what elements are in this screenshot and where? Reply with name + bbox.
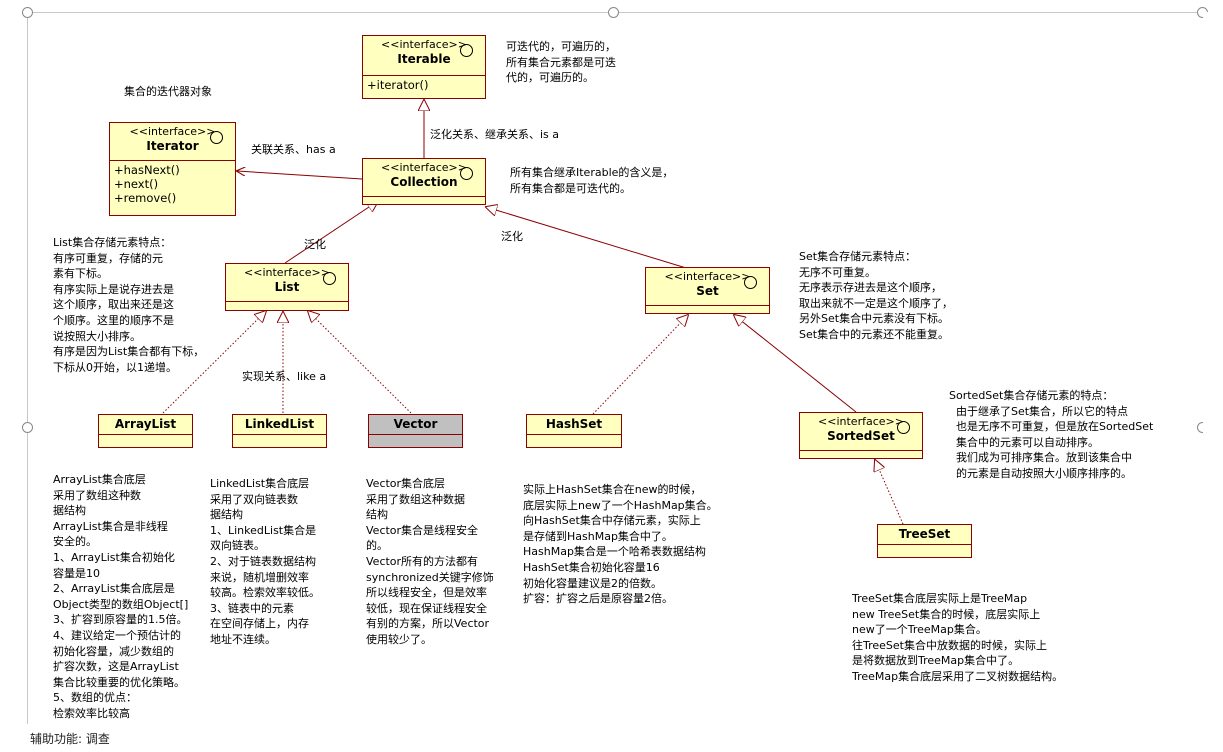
list-name: List xyxy=(274,280,300,294)
collection-stereotype: <<interface>> xyxy=(381,161,467,174)
generalization-right-label: 泛化 xyxy=(501,230,523,243)
hashset-name: HashSet xyxy=(545,417,603,431)
note-iterable: 可迭代的，可遍历的， 所有集合元素都是可迭 代的，可遍历的。 xyxy=(506,40,616,85)
linkedlist-name: LinkedList xyxy=(244,417,315,431)
class-iterable[interactable]: <<interface>> Iterable +iterator() xyxy=(362,35,486,99)
generalization-left-label: 泛化 xyxy=(304,238,326,251)
class-vector[interactable]: Vector xyxy=(368,414,463,448)
edge-collection-iterator xyxy=(237,171,363,180)
diagram-canvas: <<interface>> Iterable +iterator() <<int… xyxy=(27,12,1204,725)
resize-handle[interactable] xyxy=(22,422,33,433)
interface-circle-icon xyxy=(744,276,757,289)
class-treeset[interactable]: TreeSet xyxy=(877,524,972,558)
iterator-op: +next() xyxy=(114,177,159,191)
treeset-name: TreeSet xyxy=(898,527,951,541)
note-vector: Vector集合底层 采用了数组这种数据 结构 Vector集合是线程安全 的。… xyxy=(366,477,494,646)
set-name: Set xyxy=(696,284,719,298)
sortedset-name: SortedSet xyxy=(827,429,895,443)
edge-vector-list xyxy=(308,311,412,414)
resize-handle[interactable] xyxy=(608,7,619,18)
edge-set-collection xyxy=(486,207,697,272)
edge-treeset-sortedset xyxy=(875,460,904,525)
note-hashset: 实际上HashSet集合在new的时候， 底层实际上new了一个HashMap集… xyxy=(523,483,718,606)
resize-handle[interactable] xyxy=(22,7,33,18)
class-linkedlist[interactable]: LinkedList xyxy=(232,414,327,448)
iterator-op: +hasNext() xyxy=(114,163,180,177)
interface-circle-icon xyxy=(897,421,910,434)
iterator-name: Iterator xyxy=(146,139,199,153)
note-collection: 所有集合继承Iterable的含义是， 所有集合都是可迭代的。 xyxy=(510,166,674,195)
class-list[interactable]: <<interface>> List xyxy=(225,263,349,311)
note-arraylist: ArrayList集合底层 采用了数组这种数 据结构 ArrayList集合是非… xyxy=(53,473,189,720)
iterable-op: +iterator() xyxy=(367,78,429,92)
class-iterator[interactable]: <<interface>> Iterator +hasNext() +next(… xyxy=(109,122,236,216)
iterator-op: +remove() xyxy=(114,191,177,205)
set-stereotype: <<interface>> xyxy=(664,270,751,283)
iterator-title-label: 集合的迭代器对象 xyxy=(124,85,212,98)
note-set: Set集合存储元素特点： 无序不可重复。 无序表示存进去是这个顺序， 取出来就不… xyxy=(799,250,953,341)
vector-name: Vector xyxy=(393,417,438,431)
sortedset-stereotype: <<interface>> xyxy=(818,415,904,428)
edge-list-collection xyxy=(284,201,378,264)
class-set[interactable]: <<interface>> Set xyxy=(645,267,770,314)
class-sortedset[interactable]: <<interface>> SortedSet xyxy=(799,412,923,459)
collection-name: Collection xyxy=(390,175,458,189)
interface-circle-icon xyxy=(460,44,473,57)
arraylist-name: ArrayList xyxy=(114,417,177,431)
relationship-lines xyxy=(162,13,904,525)
association-label: 关联关系、has a xyxy=(251,143,336,156)
accessibility-status[interactable]: 辅助功能: 调查 xyxy=(30,732,110,746)
iterator-stereotype: <<interface>> xyxy=(129,125,216,138)
iterable-stereotype: <<interface>> xyxy=(381,38,467,51)
edge-hashset-set xyxy=(592,315,688,415)
status-bar: 辅助功能: 调查 xyxy=(0,724,1223,752)
note-treeset: TreeSet集合底层实际上是TreeMap new TreeSet集合的时候，… xyxy=(852,592,1064,683)
edge-sortedset-set xyxy=(734,315,857,413)
realization-label: 实现关系、like a xyxy=(242,370,327,383)
class-arraylist[interactable]: ArrayList xyxy=(98,414,193,448)
interface-circle-icon xyxy=(460,167,473,180)
list-stereotype: <<interface>> xyxy=(244,266,330,279)
class-hashset[interactable]: HashSet xyxy=(526,414,622,448)
note-list: List集合存储元素特点： 有序可重复，存储的元 素有下标。 有序实际上是说存进… xyxy=(53,236,205,374)
interface-circle-icon xyxy=(323,272,336,285)
interface-circle-icon xyxy=(210,131,223,144)
iterable-name: Iterable xyxy=(397,52,451,66)
note-sortedset: SortedSet集合存储元素的特点： 由于继承了Set集合，所以它的特点 也是… xyxy=(949,389,1154,480)
vertical-scrollbar[interactable] xyxy=(1203,12,1223,724)
note-linkedlist: LinkedList集合底层 采用了双向链表数 据结构 1、LinkedList… xyxy=(210,477,320,646)
generalization-label: 泛化关系、继承关系、is a xyxy=(430,128,560,141)
class-collection[interactable]: <<interface>> Collection xyxy=(362,158,486,205)
